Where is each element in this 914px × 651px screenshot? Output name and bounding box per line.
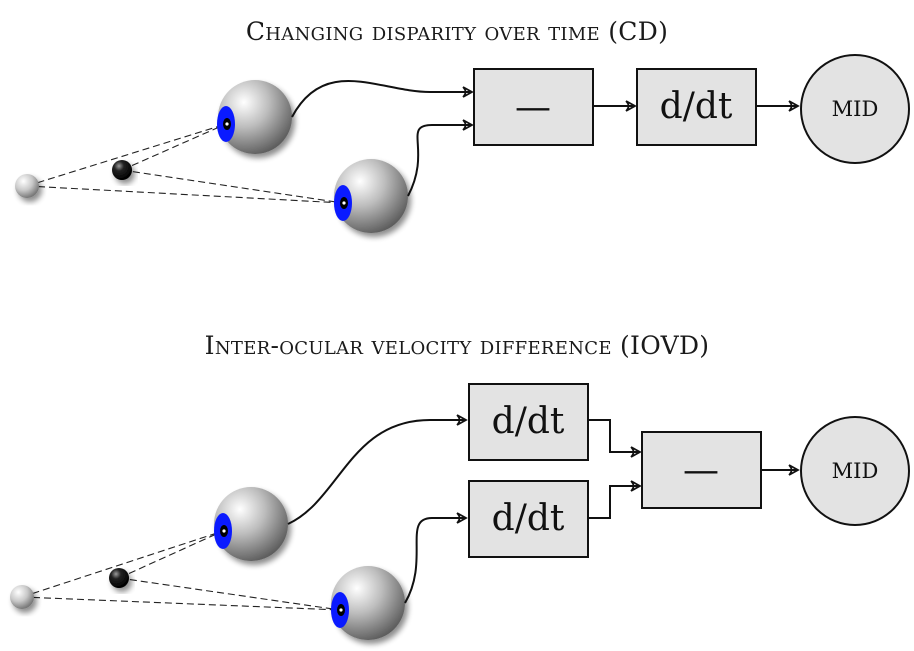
iovd-right-eye-wire: [404, 512, 468, 604]
iovd-derivative-bottom-box: [468, 480, 589, 558]
near-object-ball: [109, 568, 129, 588]
cd-left-eye-wire: [291, 80, 474, 118]
iovd-sight-lines: [21, 530, 341, 611]
near-object-ball: [112, 160, 132, 180]
iovd-title: Inter-ocular velocity difference (IOVD): [205, 331, 710, 360]
cd-left-eye: [217, 80, 292, 154]
cd-mid-label: MID: [832, 97, 879, 121]
iovd-mid-circle: [800, 416, 910, 526]
iovd-derivative-top-label: d/dt: [492, 401, 565, 442]
cd-right-eye: [334, 159, 408, 233]
iovd-top-to-subtract-wire: [588, 419, 642, 458]
iovd-left-eye: [214, 487, 288, 561]
cd-right-eye-wire: [407, 119, 474, 197]
cd-mid-circle: [800, 54, 910, 164]
cd-panel: Changing disparity over time (CD): [15, 17, 910, 233]
cd-derivative-box: [636, 68, 757, 146]
iovd-left-eye-wire: [287, 414, 468, 525]
cd-subtract-label: —: [515, 87, 551, 128]
iovd-right-eye: [331, 566, 405, 640]
iovd-bottom-to-subtract-wire: [588, 480, 642, 519]
cd-subtract-box: [473, 68, 594, 146]
cd-sight-lines: [26, 123, 344, 204]
iovd-subtract-label: —: [683, 450, 719, 491]
cd-title: Changing disparity over time (CD): [246, 17, 668, 46]
iovd-derivative-bottom-label: d/dt: [492, 498, 565, 539]
iovd-derivative-top-box: [468, 383, 589, 461]
far-object-ball: [15, 174, 39, 198]
iovd-panel: Inter-ocular velocity difference (IOVD): [10, 331, 910, 640]
iovd-mid-label: MID: [832, 459, 879, 483]
cd-derivative-label: d/dt: [660, 86, 733, 127]
far-object-ball: [10, 585, 34, 609]
